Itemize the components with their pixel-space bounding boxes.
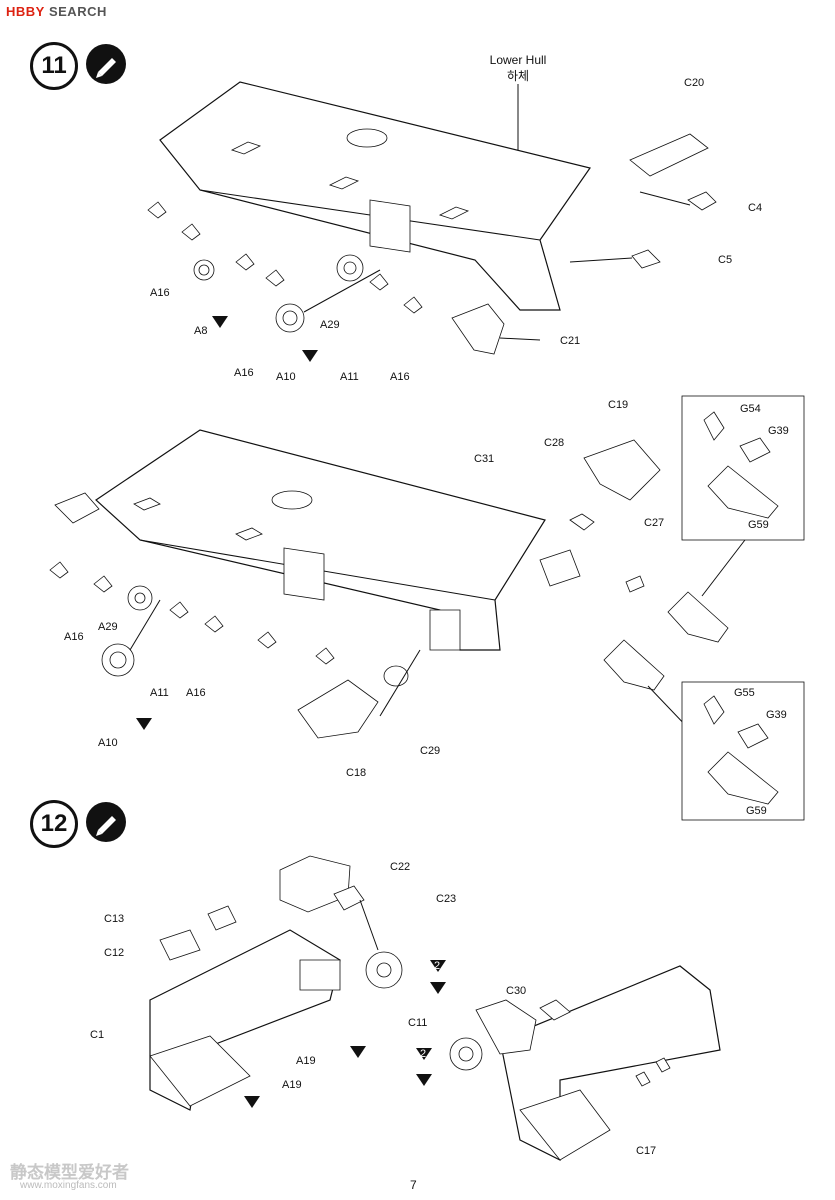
part-label: C4 (748, 202, 762, 214)
part-label: C12 (104, 947, 124, 959)
part-label: C5 (718, 254, 732, 266)
watermark-url: www.moxingfans.com (20, 1180, 117, 1191)
inset-box (681, 681, 805, 821)
part-label: C23 (436, 893, 456, 905)
part-label: C1 (90, 1029, 104, 1041)
step12-labels: C22 C23 C13 C12 C1 A19 A19 C30 C11 C17 (90, 861, 656, 1157)
inset-box (681, 395, 805, 541)
part-label: C29 (420, 745, 440, 757)
part-label: A11 (150, 687, 169, 699)
part-label: A10 (276, 371, 296, 383)
part-label: A8 (194, 325, 207, 337)
part-label: G55 (734, 687, 755, 699)
watermark: 静态模型爱好者 (10, 1163, 129, 1182)
cement-icon (86, 802, 126, 842)
lower-hull-top (147, 81, 717, 362)
part-label: G59 (748, 519, 769, 531)
part-label: G54 (740, 403, 761, 415)
part-label: C11 (408, 1017, 427, 1029)
site-logo: HBBY SEARCH (6, 4, 107, 19)
part-label: C18 (346, 767, 366, 779)
part-label: C30 (506, 985, 526, 997)
part-label: G39 (766, 709, 787, 721)
lower-hull-bottom (49, 395, 805, 821)
part-label: A29 (98, 621, 118, 633)
page-number: 7 (410, 1178, 417, 1192)
cement-icon (86, 44, 126, 84)
part-label: A16 (234, 367, 254, 379)
step-number-12: 12 (30, 800, 78, 848)
step12-left-assembly (149, 855, 446, 1111)
part-label: G59 (746, 805, 767, 817)
svg-text:2: 2 (420, 1048, 426, 1060)
part-label: C20 (684, 77, 704, 89)
part-label: C22 (390, 861, 410, 873)
part-label: C21 (560, 335, 580, 347)
part-label: A29 (320, 319, 340, 331)
hull-title-ko: 하체 (507, 69, 529, 83)
part-label: G39 (768, 425, 789, 437)
step11-bottom-labels: C19 C28 C31 C27 G54 G39 G59 G55 G39 G59 … (64, 399, 789, 817)
part-label: A10 (98, 737, 118, 749)
part-label: C17 (636, 1145, 656, 1157)
part-label: A11 (340, 371, 359, 383)
part-label: A16 (186, 687, 206, 699)
hull-title-en: Lower Hull (490, 53, 547, 67)
part-label: A16 (64, 631, 84, 643)
svg-text:2: 2 (434, 960, 440, 972)
part-label: C27 (644, 517, 664, 529)
step12-right-assembly (416, 965, 721, 1161)
part-label: A19 (282, 1079, 302, 1091)
step11-top-labels: C20 C4 C5 C21 A16 A8 A16 A10 A29 A11 A16 (150, 77, 762, 383)
step-number-11: 11 (30, 42, 78, 90)
part-label: A16 (150, 287, 170, 299)
part-label: A19 (296, 1055, 316, 1067)
marker-digits: 2 2 (420, 960, 440, 1060)
part-label: C19 (608, 399, 628, 411)
part-label: C31 (474, 453, 494, 465)
part-label: C13 (104, 913, 124, 925)
part-label: C28 (544, 437, 564, 449)
part-label: A16 (390, 371, 410, 383)
